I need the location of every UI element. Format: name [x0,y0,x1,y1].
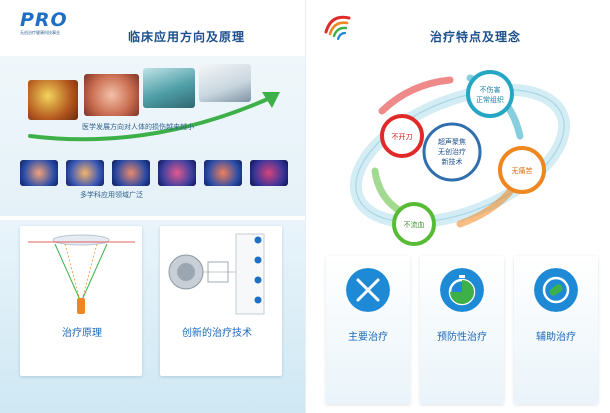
arrow-head-icon [262,92,280,108]
organ-image-3 [112,160,150,186]
adjuvant-treatment-card: 辅助治疗 [514,256,598,404]
focus-point-icon [77,298,85,314]
caption-application-fields: 多学科应用领域广泛 [80,191,143,199]
primary-treatment-card: 主要治疗 [326,256,410,404]
node-no-harm-line-1: 不伤害 [480,85,501,94]
node-no-harm-line-2: 正常组织 [476,95,504,104]
technology-diagram [168,233,265,315]
node-no-harm: 不伤害 正常组织 [466,70,514,118]
node-no-pain: 无痛苦 [498,146,546,194]
photo-operating-room [143,68,195,108]
center-line-2: 无创治疗 [438,147,466,156]
node-no-incision-label: 不开刀 [392,133,413,141]
features-title: 治疗特点及理念 [430,30,522,44]
step-1-icon [254,236,262,244]
scalpel-cross-icon [346,268,390,312]
preventive-treatment-card: 预防性治疗 [420,256,504,404]
brand-swirl-logo [324,15,351,41]
center-line-3: 新技术 [442,157,463,166]
node-no-bleeding: 不流血 [392,202,436,246]
center-node: 超声聚焦 无创治疗 新技术 [422,122,482,182]
clinical-title: 临床应用方向及原理 [128,30,246,44]
node-no-pain-label: 无痛苦 [512,166,533,175]
preventive-treatment-title: 预防性治疗 [437,332,487,343]
organ-image-6 [250,160,288,186]
center-line-1: 超声聚焦 [438,137,466,146]
node-no-incision: 不开刀 [380,114,424,158]
logo-mark: PRO [20,9,68,31]
organ-image-5 [204,160,242,186]
photo-equipment-room [199,64,251,102]
stopwatch-icon [440,268,484,312]
organ-image-1 [20,160,58,186]
caption-development-direction: 医学发展方向对人体的损伤越来越小 [82,123,194,131]
step-3-icon [254,276,262,284]
technology-card-title: 创新的治疗技术 [182,328,252,339]
adjuvant-treatment-title: 辅助治疗 [536,332,576,343]
development-arrow [28,92,280,142]
photo-open-surgery [84,74,139,116]
organ-image-2 [66,160,104,186]
technology-card: 创新的治疗技术 [160,226,282,376]
organ-image-4 [158,160,196,186]
features-diagram: 超声聚焦 无创治疗 新技术 不伤害 正常组织 无痛苦 不流血 不开刀 [349,70,571,246]
principle-card-title: 治疗原理 [62,328,102,339]
principle-card: 治疗原理 [20,226,142,376]
focus-diagram [28,234,135,314]
pro-logo: PRO 无创治疗健康科技事业 [20,10,100,36]
pill-capsule-icon [534,268,578,312]
node-no-bleeding-label: 不流血 [404,220,425,229]
photo-traditional-surgery [28,80,78,120]
step-2-icon [254,256,262,264]
step-4-icon [254,296,262,304]
page-fold [305,0,306,413]
primary-treatment-title: 主要治疗 [348,332,388,343]
logo-subtitle: 无创治疗健康科技事业 [20,30,60,35]
